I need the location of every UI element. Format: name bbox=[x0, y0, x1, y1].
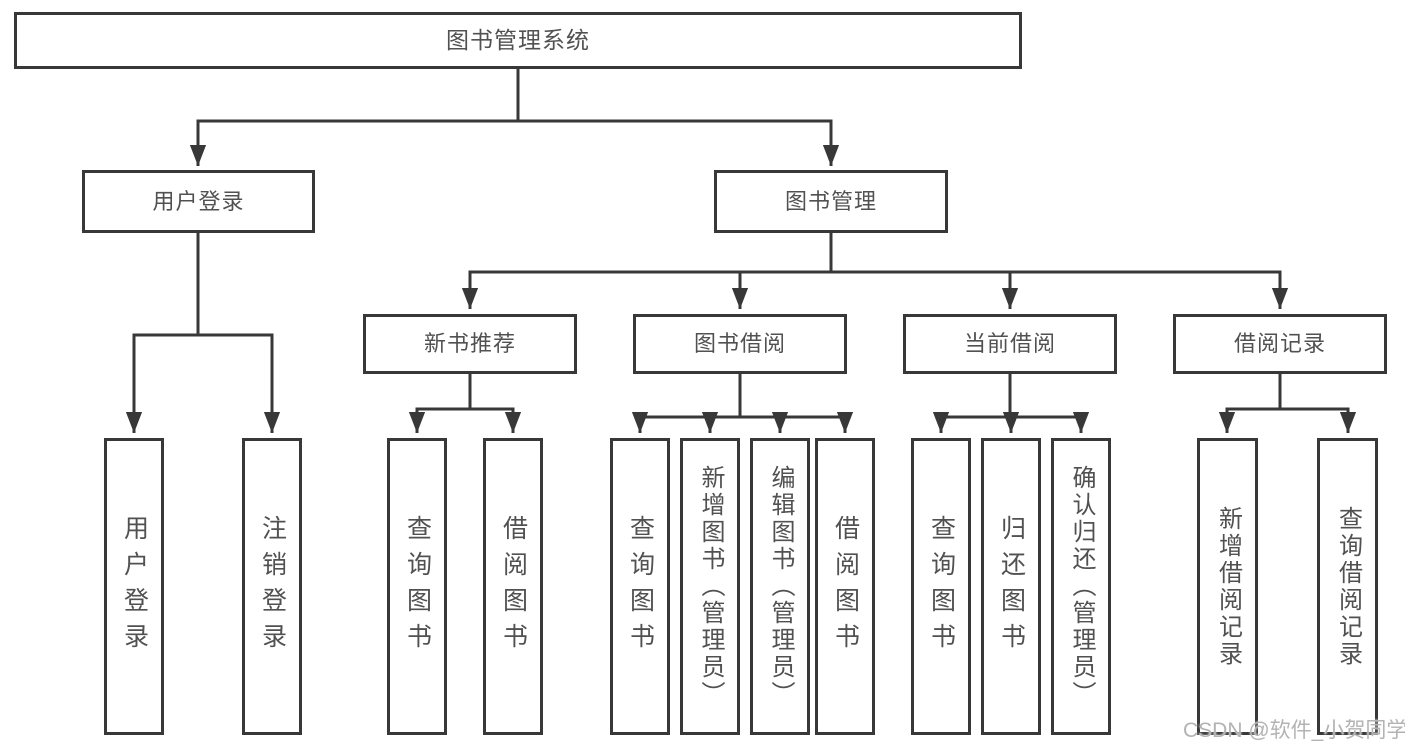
leaf-user-login: 用户登录 bbox=[104, 438, 164, 735]
node-book-borrow-label: 图书借阅 bbox=[693, 331, 786, 356]
leaf-bb-edit-books: 编辑图书（管理员） bbox=[750, 438, 810, 735]
leaf-cb-confirm-return: 确认归还（管理员） bbox=[1051, 438, 1111, 735]
leaf-rec-borrow-books: 借阅图书 bbox=[483, 438, 543, 735]
leaf-cb-return-books: 归还图书 bbox=[981, 438, 1041, 735]
csdn-watermark: CSDN @软件_小贺同学 bbox=[1183, 719, 1405, 742]
node-borrow-records: 借阅记录 bbox=[1173, 314, 1387, 374]
leaf-cb-query-books: 查询图书 bbox=[911, 438, 971, 735]
leaf-bb-edit-books-label: 编辑图书（管理员） bbox=[767, 465, 794, 708]
leaf-rec-query-books: 查询图书 bbox=[387, 438, 447, 735]
leaf-bb-borrow-books: 借阅图书 bbox=[815, 438, 875, 735]
node-user-login: 用户登录 bbox=[82, 170, 315, 233]
leaf-logout: 注销登录 bbox=[242, 438, 302, 735]
node-book-mgmt: 图书管理 bbox=[714, 170, 948, 233]
leaf-cb-confirm-return-label: 确认归还（管理员） bbox=[1068, 465, 1095, 708]
leaf-user-login-label: 用户登录 bbox=[120, 514, 149, 659]
node-book-borrow: 图书借阅 bbox=[633, 314, 847, 374]
leaf-rec-borrow-books-label: 借阅图书 bbox=[499, 514, 528, 659]
leaf-bb-query-books-label: 查询图书 bbox=[626, 514, 655, 659]
leaf-br-query-record-label: 查询借阅记录 bbox=[1334, 505, 1362, 668]
node-borrow-records-label: 借阅记录 bbox=[1233, 331, 1326, 356]
node-user-login-label: 用户登录 bbox=[152, 188, 245, 214]
leaf-logout-label: 注销登录 bbox=[258, 514, 287, 659]
leaf-br-add-record-label: 新增借阅记录 bbox=[1214, 505, 1242, 668]
node-root: 图书管理系统 bbox=[14, 12, 1022, 69]
node-root-label: 图书管理系统 bbox=[446, 27, 590, 53]
node-book-mgmt-label: 图书管理 bbox=[784, 188, 877, 214]
node-current-borrow: 当前借阅 bbox=[903, 314, 1117, 374]
node-current-borrow-label: 当前借阅 bbox=[963, 331, 1056, 356]
leaf-bb-query-books: 查询图书 bbox=[610, 438, 670, 735]
node-new-book-rec: 新书推荐 bbox=[363, 314, 577, 374]
leaf-br-query-record: 查询借阅记录 bbox=[1317, 438, 1378, 735]
leaf-rec-query-books-label: 查询图书 bbox=[403, 514, 432, 659]
leaf-bb-add-books: 新增图书（管理员） bbox=[680, 438, 740, 735]
leaf-br-add-record: 新增借阅记录 bbox=[1197, 438, 1258, 735]
node-new-book-rec-label: 新书推荐 bbox=[423, 331, 516, 356]
leaf-bb-borrow-books-label: 借阅图书 bbox=[831, 514, 860, 659]
leaf-cb-query-books-label: 查询图书 bbox=[927, 514, 956, 659]
leaf-bb-add-books-label: 新增图书（管理员） bbox=[697, 465, 724, 708]
leaf-cb-return-books-label: 归还图书 bbox=[997, 514, 1026, 659]
